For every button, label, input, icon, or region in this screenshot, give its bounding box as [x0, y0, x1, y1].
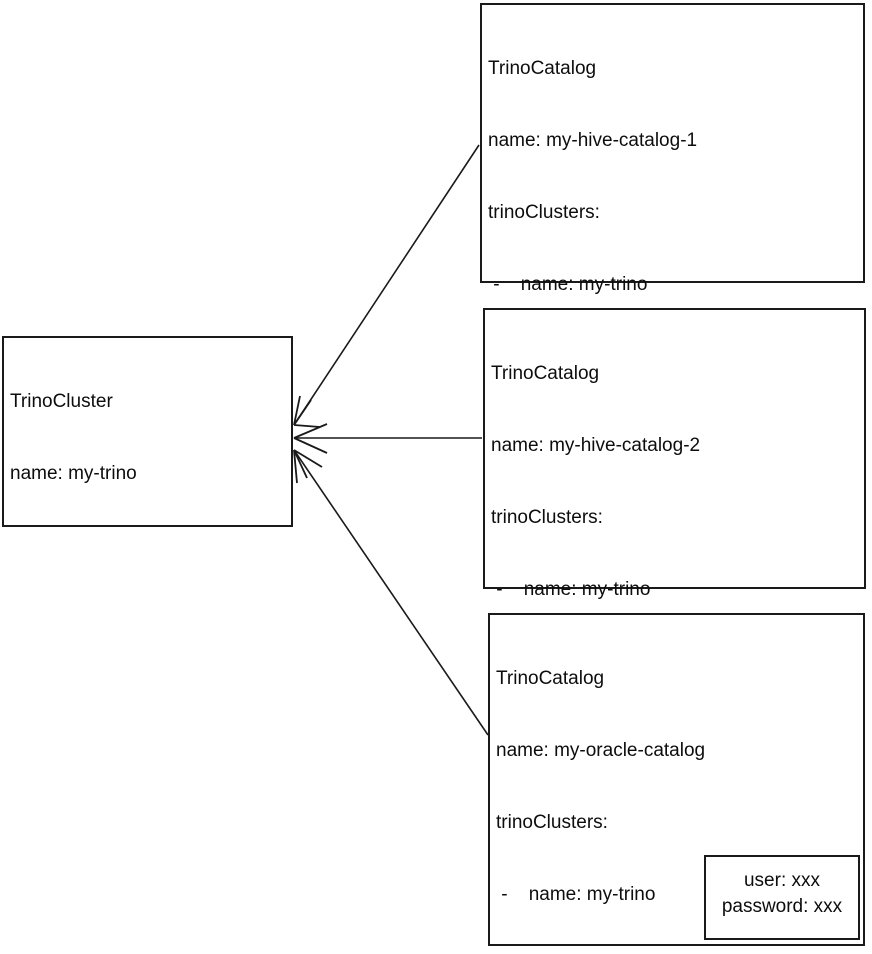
node-catalog-hive-2-line-1: name: my-hive-catalog-2 [491, 435, 701, 456]
node-catalog-hive-1-line-2: trinoClusters: [488, 202, 600, 223]
node-trino-catalog-hive-1[interactable]: TrinoCatalog name: my-hive-catalog-1 tri… [480, 3, 865, 655]
node-credentials-secret-text: user: xxx password: xxx [706, 868, 858, 920]
edge-hive-2-to-cluster [293, 423, 482, 454]
node-trino-cluster-line-0: TrinoCluster [10, 391, 113, 412]
node-trino-cluster-text: TrinoCluster name: my-trino [10, 342, 137, 534]
node-trino-cluster[interactable]: TrinoCluster name: my-trino [2, 336, 293, 527]
node-catalog-hive-2-line-2: trinoClusters: [491, 507, 603, 528]
node-catalog-oracle-line-0: TrinoCatalog [496, 668, 605, 689]
node-credentials-line-0: user: xxx [743, 870, 821, 891]
node-trino-cluster-line-1: name: my-trino [10, 463, 137, 484]
node-catalog-oracle-line-1: name: my-oracle-catalog [496, 740, 706, 761]
node-catalog-hive-1-line-1: name: my-hive-catalog-1 [488, 130, 698, 151]
node-catalog-oracle-line-3: - name: my-trino [496, 884, 656, 905]
edge-oracle-to-cluster [293, 449, 489, 736]
node-catalog-hive-1-line-3: - name: my-trino [488, 274, 648, 295]
node-catalog-hive-1-line-0: TrinoCatalog [488, 58, 597, 79]
node-trino-catalog-oracle[interactable]: TrinoCatalog name: my-oracle-catalog tri… [488, 613, 865, 946]
node-trino-catalog-hive-2[interactable]: TrinoCatalog name: my-hive-catalog-2 tri… [483, 308, 866, 888]
node-credentials-line-1: password: xxx [721, 896, 843, 917]
edge-hive-1-to-cluster [293, 144, 480, 428]
node-credentials-secret[interactable]: user: xxx password: xxx [704, 855, 860, 940]
node-catalog-oracle-line-2: trinoClusters: [496, 812, 608, 833]
node-trino-catalog-oracle-text: TrinoCatalog name: my-oracle-catalog tri… [496, 619, 822, 954]
node-catalog-hive-2-line-0: TrinoCatalog [491, 363, 600, 384]
node-catalog-hive-2-line-3: - name: my-trino [491, 579, 651, 600]
